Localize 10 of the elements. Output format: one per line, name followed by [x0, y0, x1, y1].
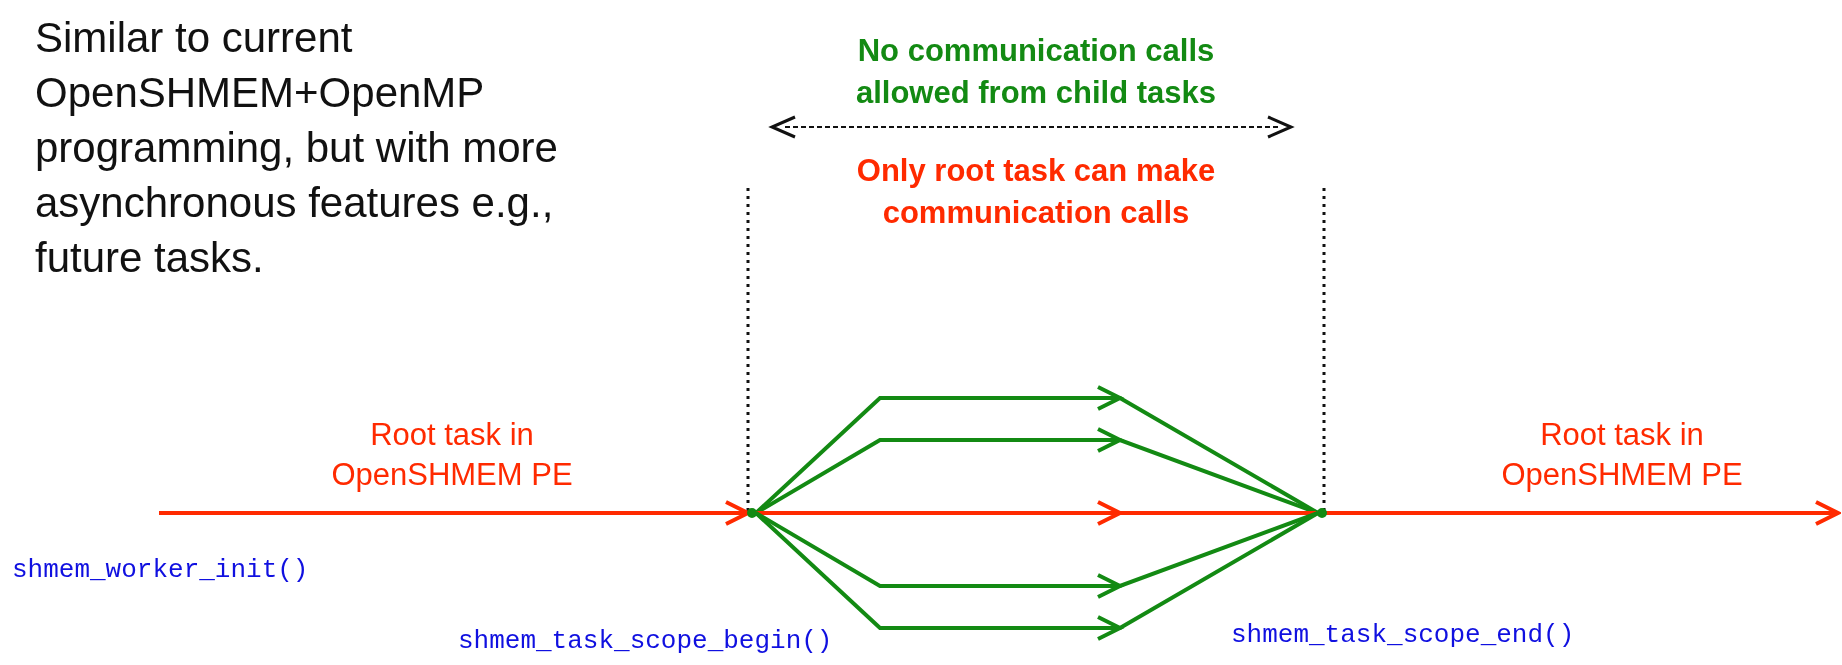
- function-label: shmem_worker_init(): [12, 555, 309, 585]
- junction-point: [747, 508, 757, 518]
- function-label: shmem_task_scope_end(): [1231, 620, 1575, 650]
- note-text: Similar to current OpenSHMEM+OpenMP programming, but with more asynchronous features e.g., future tasks.: [35, 13, 559, 283]
- constraint-text: No communication calls allowed from child tasks: [854, 32, 1217, 112]
- constraint-text: Only root task can make communication calls: [855, 152, 1217, 232]
- junction-point: [1317, 508, 1327, 518]
- flow-label: Root task in OpenSHMEM PE: [330, 416, 574, 494]
- flow-label: Root task in OpenSHMEM PE: [1500, 416, 1744, 494]
- function-label: shmem_task_scope_begin(): [458, 626, 833, 656]
